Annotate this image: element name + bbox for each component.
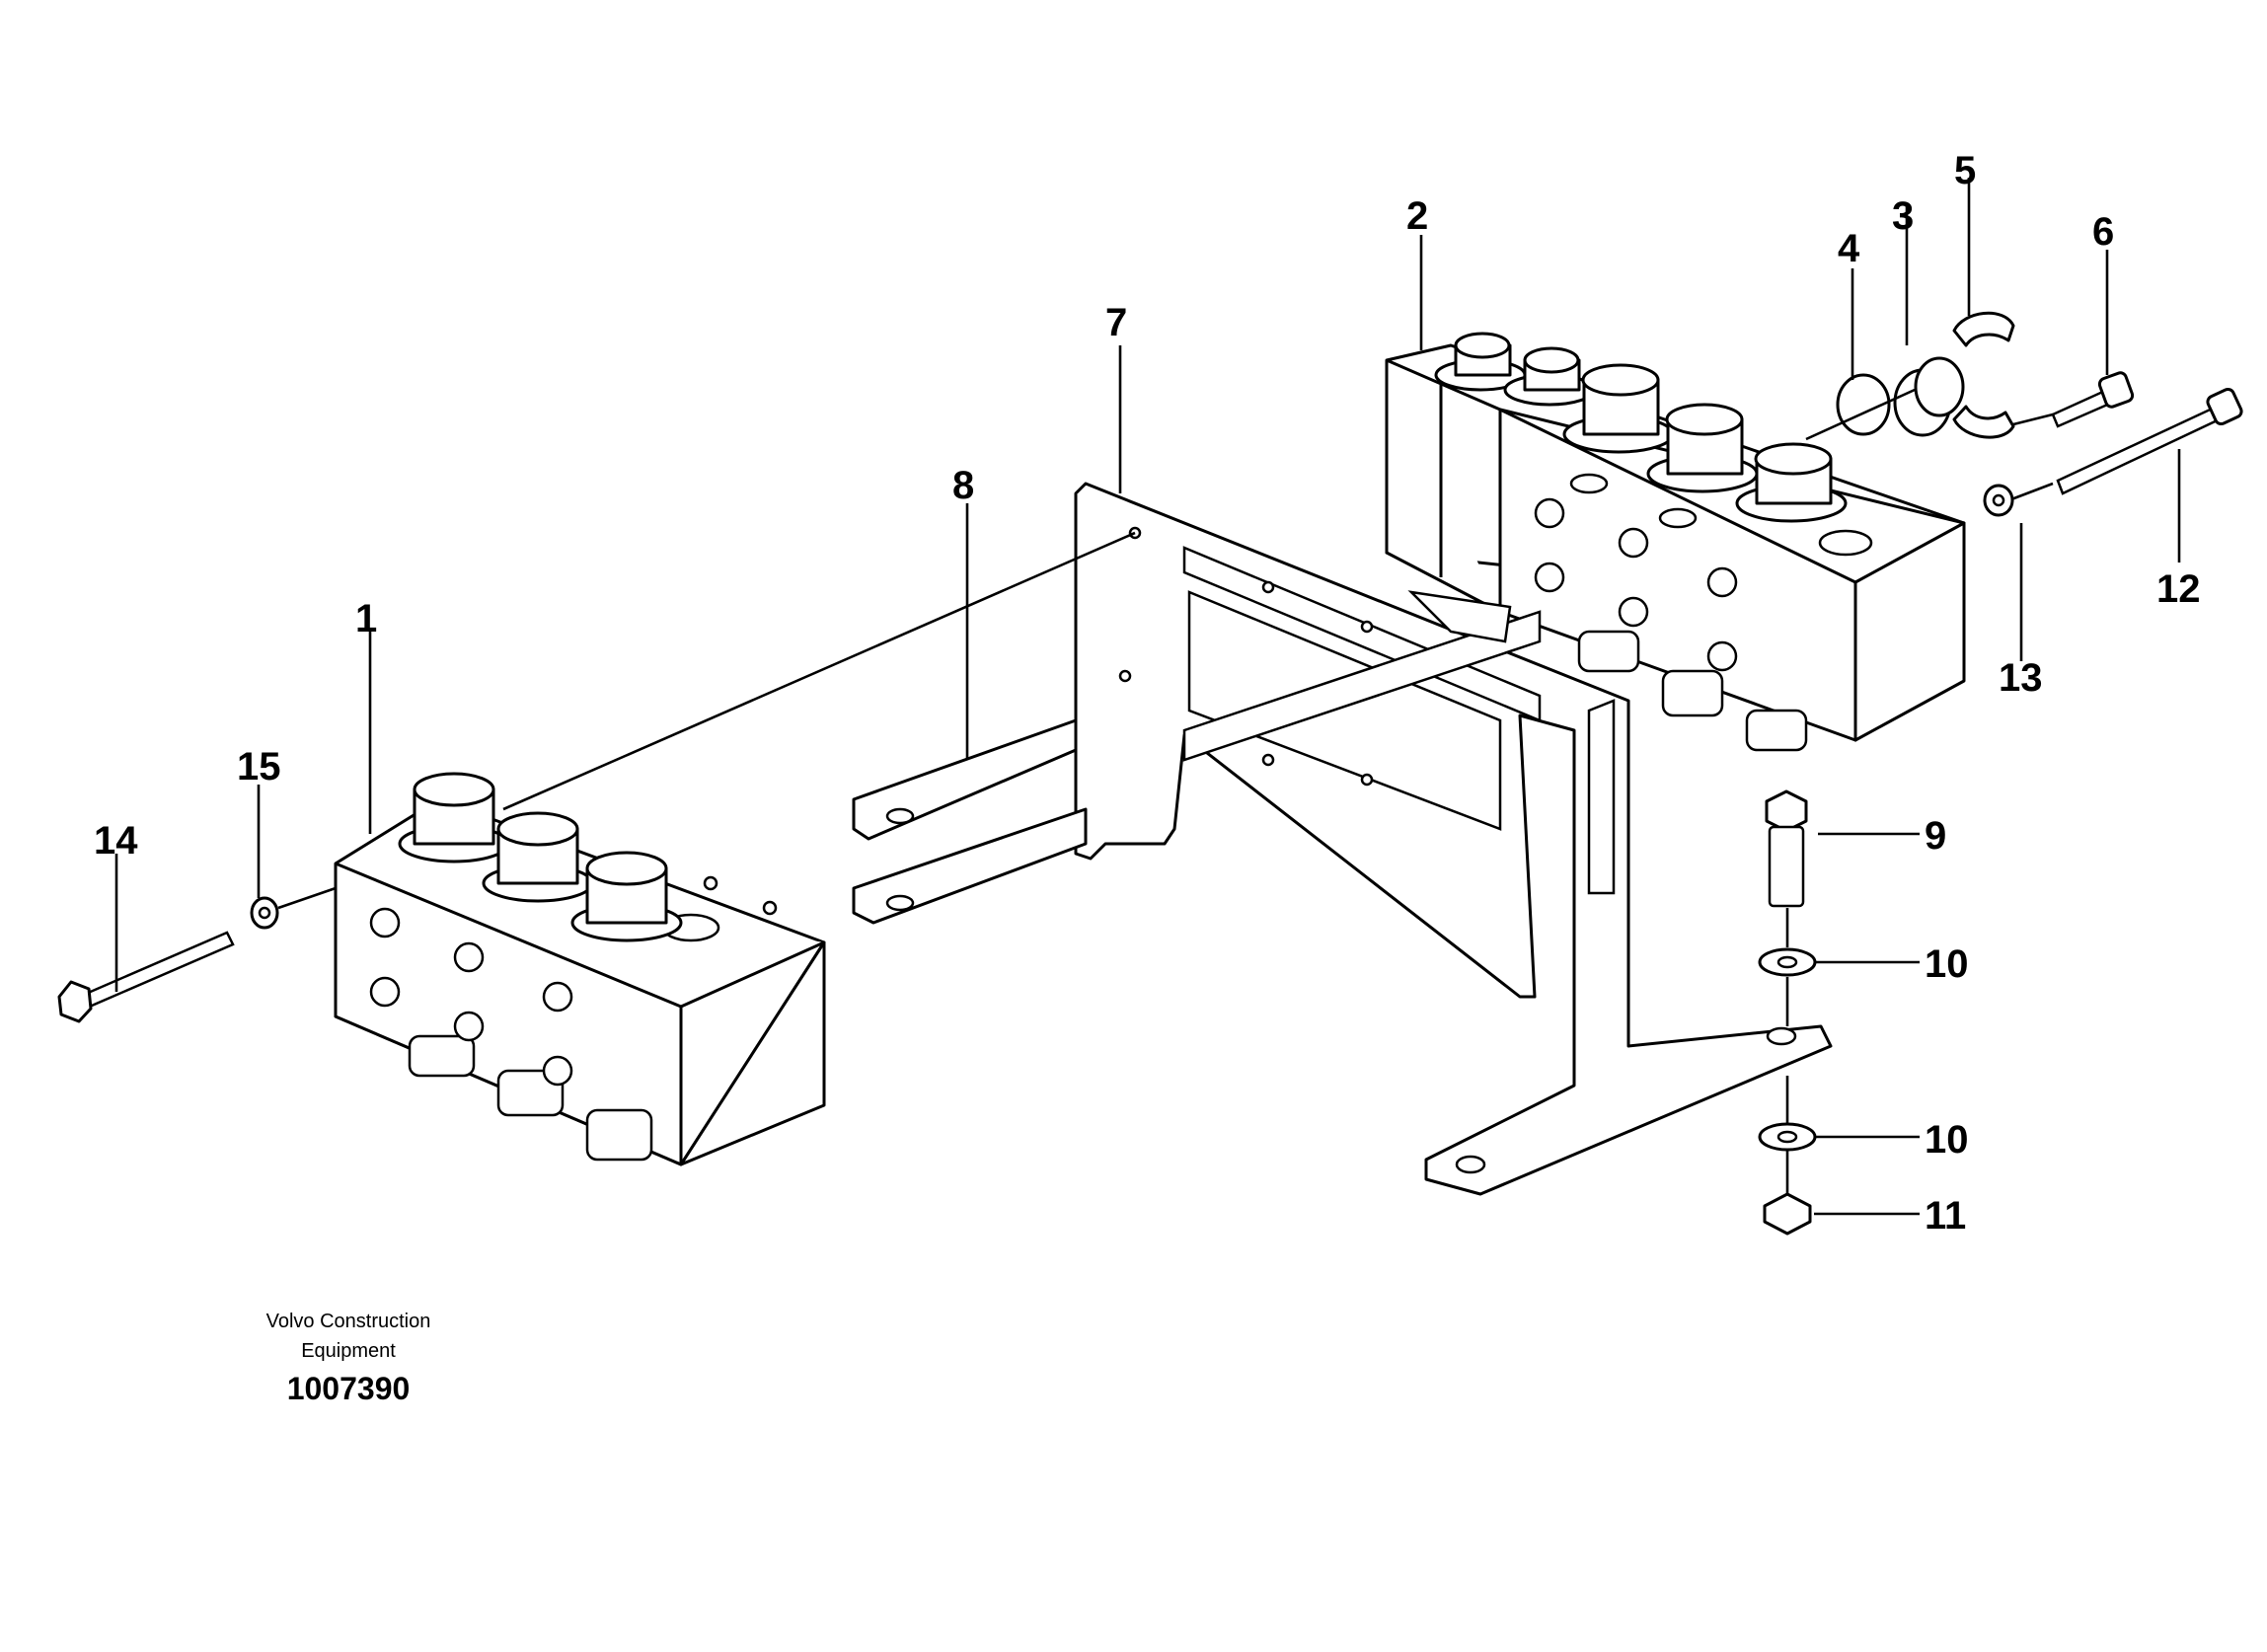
callout-9: 9 — [1925, 814, 1946, 858]
hex-bolt-9 — [1765, 789, 1808, 908]
company-name-line1: Volvo Construction — [266, 1311, 431, 1332]
callout-4: 4 — [1838, 227, 1860, 270]
document-number: 1007390 — [287, 1371, 411, 1406]
support-bracket-8 — [852, 590, 1542, 925]
cover-cap-3 — [1893, 356, 1965, 437]
valve-block-1 — [334, 772, 826, 1166]
callout-1: 1 — [355, 597, 377, 640]
valve-block-2 — [1385, 332, 1966, 752]
solenoid-caps-1 — [398, 772, 683, 942]
bolt-pattern-1 — [369, 907, 573, 1087]
company-name-line2: Equipment — [301, 1340, 396, 1362]
bolt-pattern-2 — [1534, 497, 1738, 672]
callout-12: 12 — [2156, 567, 2201, 611]
callout-2: 2 — [1406, 194, 1428, 238]
long-bolt-14 — [57, 931, 235, 1023]
mounting-frame-7 — [1074, 482, 1833, 1196]
callout-3: 3 — [1892, 194, 1914, 238]
solenoid-caps-2 — [1434, 332, 1848, 523]
callout-10-upper: 10 — [1925, 942, 1969, 986]
callout-5: 5 — [1954, 149, 1976, 192]
leader-lines — [114, 178, 2181, 1216]
clamp-halves-5 — [1952, 311, 2015, 439]
long-bolt-12 — [2056, 387, 2243, 495]
drawing-footer: Volvo Construction Equipment 1007390 — [266, 1311, 431, 1406]
callout-11: 11 — [1925, 1194, 1966, 1238]
callout-8: 8 — [952, 464, 974, 507]
callout-15: 15 — [237, 745, 281, 788]
callout-labels: 1 2 3 4 5 6 7 8 9 10 10 11 12 13 14 15 — [94, 149, 2201, 1238]
cap-screw-6 — [2051, 371, 2135, 428]
callout-7: 7 — [1105, 301, 1127, 344]
callout-6: 6 — [2092, 210, 2114, 254]
callout-10-lower: 10 — [1925, 1118, 1969, 1162]
hex-nut-11 — [1763, 1192, 1812, 1236]
callout-13: 13 — [1999, 656, 2043, 700]
callout-14: 14 — [94, 819, 138, 863]
